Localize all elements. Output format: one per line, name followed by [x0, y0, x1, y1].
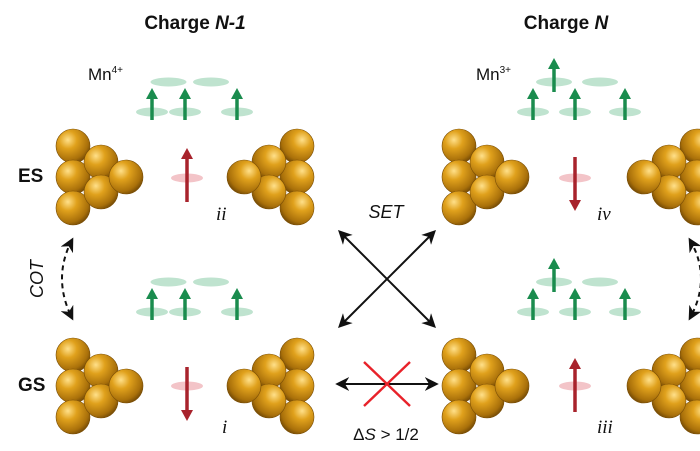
ion-label-mn4: Mn4+ — [88, 65, 123, 84]
title-charge-n: Charge N — [524, 13, 610, 34]
gold-tip-right-es-n — [626, 128, 700, 226]
row-label-gs: GS — [18, 375, 45, 396]
eg-spin-arrow — [548, 258, 560, 292]
set-label: SET — [368, 202, 405, 222]
spin-group-iv — [517, 58, 641, 211]
t2g-spin-arrow-3 — [221, 288, 253, 320]
t2g-spin-arrow-3 — [609, 288, 641, 320]
state-label-iv: iv — [597, 204, 611, 225]
t2g-spin-arrow-3 — [609, 88, 641, 120]
t2g-spin-arrow-3 — [221, 88, 253, 120]
eg-spin-arrow — [548, 58, 560, 92]
gold-tip-right-gs — [226, 337, 315, 435]
eg-orbital-disk — [582, 277, 618, 287]
t2g-spin-arrow-2 — [169, 288, 201, 320]
t2g-spin-arrow-2 — [559, 288, 591, 320]
t2g-spin-arrow-1 — [517, 288, 549, 320]
cot-label: COT — [27, 258, 47, 298]
gold-tip-left-gs — [55, 337, 144, 435]
row-label-es: ES — [18, 166, 43, 187]
forbidden-cross-icon — [363, 361, 411, 407]
delta-s-label: ΔS > 1/2 — [353, 425, 419, 444]
cot-arrow-right — [688, 237, 700, 321]
t2g-spin-arrow-1 — [517, 88, 549, 120]
eg-orbital-disk — [150, 277, 187, 287]
title-charge-n-minus-1: Charge N-1 — [144, 13, 245, 34]
spin-group-iii — [517, 258, 641, 412]
eg-orbital-disk — [193, 77, 229, 87]
t2g-spin-arrow-2 — [169, 88, 201, 120]
eg-orbital-disk — [193, 277, 229, 287]
state-label-i: i — [222, 417, 227, 438]
spin-group-ii — [136, 77, 253, 202]
tip-spin-arrow-down — [559, 157, 591, 211]
ion-label-mn3: Mn3+ — [476, 65, 511, 84]
eg-orbital-disk — [582, 77, 618, 87]
t2g-spin-arrow-1 — [136, 88, 168, 120]
gold-tip-right-gs-n — [626, 337, 700, 435]
tip-spin-arrow-up — [171, 148, 203, 202]
gold-tip-left-gs-n — [441, 337, 530, 435]
gold-tip-right-es — [226, 128, 315, 226]
t2g-spin-arrow-1 — [136, 288, 168, 320]
state-label-iii: iii — [597, 417, 613, 438]
tip-spin-arrow-down — [171, 367, 203, 421]
eg-orbital-disk — [150, 77, 187, 87]
set-arrow-diagonal-up — [338, 230, 436, 328]
spin-group-i — [136, 277, 253, 421]
state-label-ii: ii — [216, 204, 227, 225]
cot-arrow-left — [60, 237, 74, 321]
gold-tip-left-es — [55, 128, 144, 226]
tip-spin-arrow-up — [559, 358, 591, 412]
gold-tip-left-es-n — [441, 128, 530, 226]
t2g-spin-arrow-2 — [559, 88, 591, 120]
